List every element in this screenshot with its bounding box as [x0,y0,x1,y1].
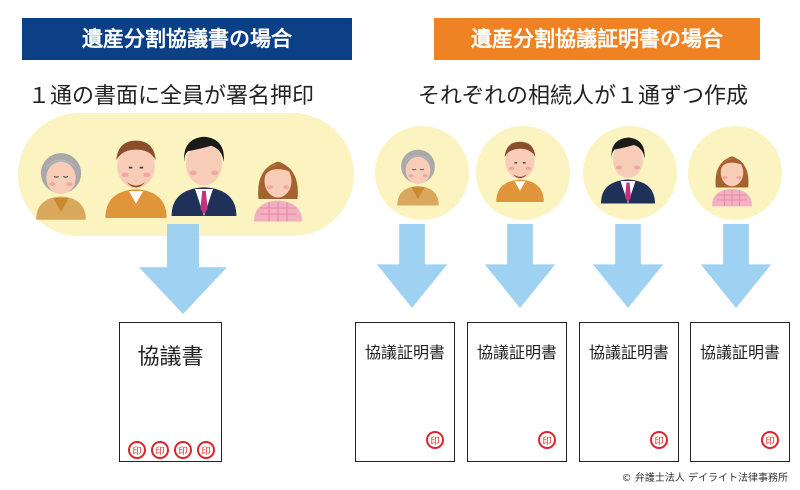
arrow-down-icon [133,224,233,314]
certificate-document: 協議証明書 印 [467,322,567,462]
arrow-down-icon [696,224,776,308]
document-title: 協議証明書 [364,343,445,362]
grandmother-icon [392,138,444,208]
father-icon [492,126,548,208]
document-title: 協議証明書 [476,343,557,362]
girl-icon [248,144,308,224]
grandmother-icon [30,140,92,222]
seal-stamp: 印 [426,431,444,449]
seal-stamp: 印 [538,431,556,449]
seal-stamp: 印 [174,441,192,459]
left-subtitle: １通の書面に全員が署名押印 [28,84,315,109]
document-title: 協議証明書 [699,343,780,362]
seal-stamp: 印 [151,441,169,459]
seal-stamp: 印 [761,431,779,449]
right-subtitle: それぞれの相続人が１通ずつ作成 [418,84,749,109]
certificate-document: 協議証明書 印 [690,322,790,462]
seal-stamp: 印 [128,441,146,459]
businessman-icon [598,122,658,210]
arrow-down-icon [480,224,560,308]
seal-stamp: 印 [197,441,215,459]
right-header: 遺産分割協議証明書の場合 [434,18,760,60]
document-title: 協議書 [137,345,204,370]
seal-stamp: 印 [650,431,668,449]
copyright-credit: © 弁護士法人 デイライト法律事務所 [621,473,788,484]
girl-icon [707,140,757,210]
arrow-down-icon [588,224,668,308]
father-icon [100,124,172,222]
agreement-document: 協議書 印 印 印 印 [119,322,222,462]
arrow-down-icon [372,224,452,308]
left-header: 遺産分割協議書の場合 [22,18,352,60]
document-title: 協議証明書 [588,343,669,362]
businessman-icon [168,120,240,222]
certificate-document: 協議証明書 印 [355,322,455,462]
certificate-document: 協議証明書 印 [579,322,679,462]
